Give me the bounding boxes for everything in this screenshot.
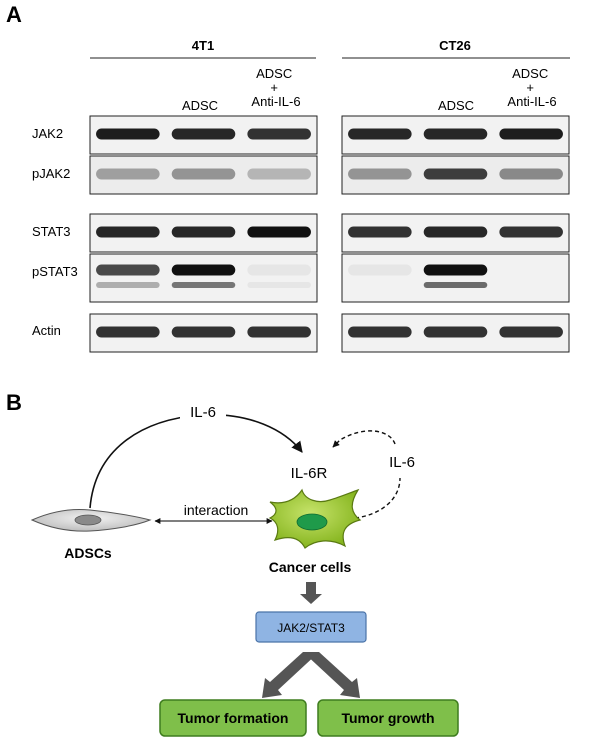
band-4t1-pstat3-lane1-1 [96, 264, 160, 276]
band-4t1-pjak2-lane1 [96, 168, 160, 180]
outcome-formation-label: Tumor formation [178, 710, 289, 726]
lane-label-ct26-adsc-anti-l3: Anti-IL-6 [507, 94, 556, 109]
band-ct26-pjak2-lane1 [348, 168, 412, 180]
band-ct26-pstat3-lane1-1 [348, 264, 412, 276]
band-ct26-pstat3-lane2-2 [423, 282, 488, 288]
band-ct26-pstat3-lane2-1 [423, 264, 488, 276]
il6-top-label: IL-6 [190, 404, 216, 421]
branch-arrow-left-icon [262, 652, 319, 698]
il6r-label: IL-6R [291, 465, 328, 482]
lane-label-ct26-adsc-anti-l2: + [526, 80, 534, 95]
band-4t1-pjak2-lane3 [247, 168, 311, 180]
panel-b-label: B [6, 390, 22, 415]
blot-box-ct26-pstat3 [341, 253, 570, 303]
row-label-actin: Actin [32, 323, 61, 338]
outcome-growth-label: Tumor growth [341, 710, 434, 726]
adscs-label: ADSCs [64, 545, 112, 561]
row-label-pjak2: pJAK2 [32, 166, 70, 181]
band-4t1-actin-lane3 [247, 326, 311, 338]
interaction-label: interaction [184, 502, 249, 518]
lane-label-4t1-adsc-anti: ADSC + Anti-IL-6 [251, 66, 300, 109]
western-blots [89, 115, 570, 353]
band-4t1-jak2-lane2 [171, 128, 236, 140]
row-label-pstat3: pSTAT3 [32, 264, 78, 279]
panel-a-label: A [6, 2, 22, 27]
pathway-label: JAK2/STAT3 [277, 621, 345, 635]
band-ct26-pjak2-lane2 [423, 168, 488, 180]
row-label-stat3: STAT3 [32, 224, 71, 239]
il6-top-label-bg [180, 400, 226, 422]
band-4t1-jak2-lane3 [247, 128, 311, 140]
lane-label-4t1-adsc-anti-l2: + [270, 80, 278, 95]
lane-label-4t1-adsc: ADSC [182, 98, 218, 113]
band-ct26-actin-lane3 [499, 326, 563, 338]
band-4t1-pjak2-lane2 [171, 168, 236, 180]
band-4t1-stat3-lane3 [247, 226, 311, 238]
lane-label-ct26-adsc-anti: ADSC + Anti-IL-6 [507, 66, 556, 109]
band-ct26-stat3-lane1 [348, 226, 412, 238]
band-ct26-pjak2-lane3 [499, 168, 563, 180]
il6-autocrine-label: IL-6 [389, 454, 415, 471]
cancer-nucleus-icon [296, 513, 328, 531]
band-4t1-jak2-lane1 [96, 128, 160, 140]
down-arrow-icon [300, 582, 322, 604]
band-4t1-stat3-lane1 [96, 226, 160, 238]
lane-label-4t1-adsc-anti-l3: Anti-IL-6 [251, 94, 300, 109]
il6-paracrine-arrow [89, 413, 303, 509]
band-ct26-jak2-lane2 [423, 128, 488, 140]
group-header-ct26: CT26 [439, 38, 471, 53]
cancer-cells-label: Cancer cells [269, 559, 352, 575]
band-ct26-jak2-lane1 [348, 128, 412, 140]
blot-box-4t1-pjak2 [89, 155, 318, 195]
band-4t1-pstat3-lane2-2 [171, 282, 236, 288]
band-ct26-stat3-lane2 [423, 226, 488, 238]
band-4t1-stat3-lane2 [171, 226, 236, 238]
il6-autocrine-lower [354, 477, 401, 519]
branch-arrow-right-icon [303, 652, 360, 698]
band-4t1-pstat3-lane2-1 [171, 264, 236, 276]
pathway-box [255, 611, 367, 643]
lane-label-ct26-adsc-anti-l1: ADSC [512, 66, 548, 81]
band-4t1-actin-lane1 [96, 326, 160, 338]
band-ct26-stat3-lane3 [499, 226, 563, 238]
lane-label-ct26-adsc: ADSC [438, 98, 474, 113]
band-ct26-jak2-lane3 [499, 128, 563, 140]
il6-autocrine-upper [332, 430, 396, 448]
blot-box-4t1-pstat3 [89, 253, 318, 303]
band-ct26-actin-lane2 [423, 326, 488, 338]
band-4t1-actin-lane2 [171, 326, 236, 338]
group-header-4t1: 4T1 [192, 38, 214, 53]
lane-label-4t1-adsc-anti-l1: ADSC [256, 66, 292, 81]
band-ct26-actin-lane1 [348, 326, 412, 338]
band-4t1-pstat3-lane3-1 [247, 264, 311, 276]
band-4t1-pstat3-lane1-2 [96, 282, 160, 288]
adsc-nucleus-icon [74, 514, 102, 526]
row-label-jak2: JAK2 [32, 126, 63, 141]
band-4t1-pstat3-lane3-2 [247, 282, 311, 288]
outcome-box-growth [317, 699, 459, 737]
outcome-box-formation [159, 699, 307, 737]
